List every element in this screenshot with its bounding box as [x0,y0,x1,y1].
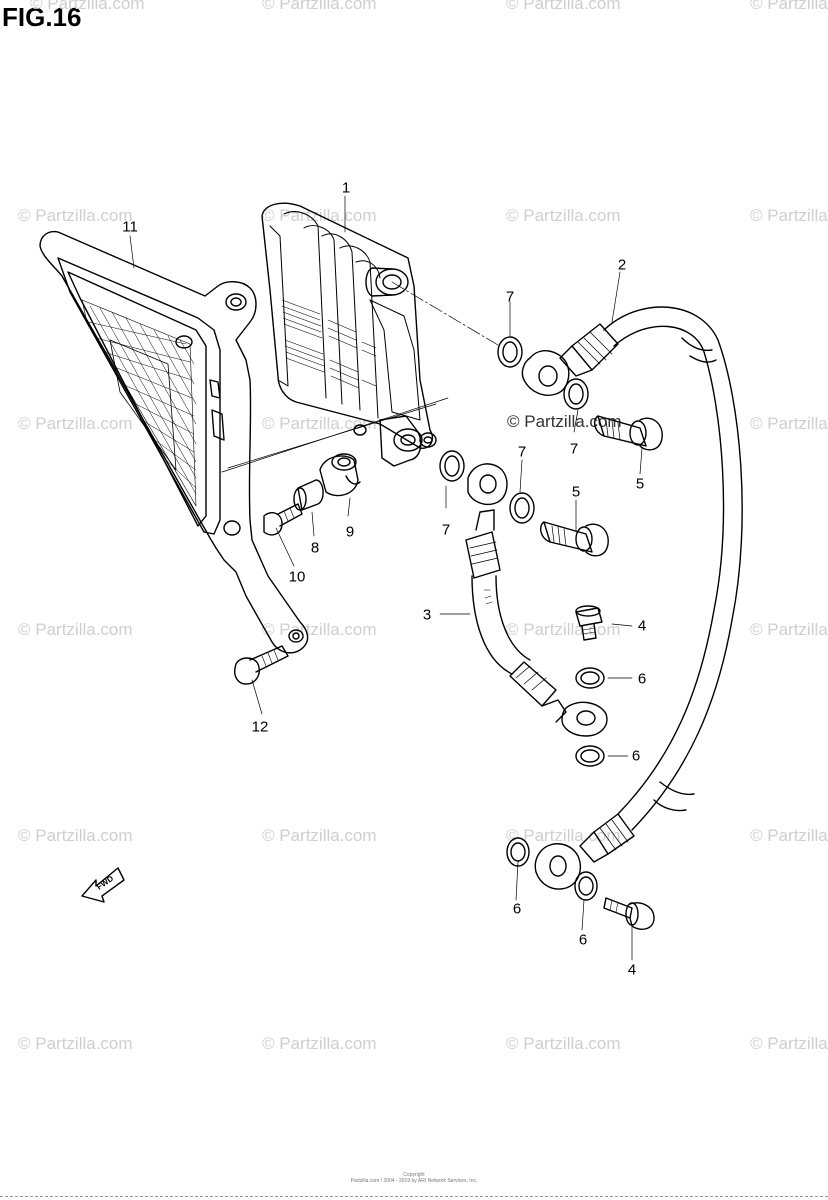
callout-part-11: 11 [122,218,138,236]
callout-part-6: 6 [637,670,647,688]
bolt-part-10 [263,503,303,536]
watermark: © Partzilla.com [262,0,377,13]
callout-part-10: 10 [288,568,306,586]
bolt-part-12 [234,645,289,685]
callout-part-6: 6 [631,747,641,765]
washer-part-7 [439,336,589,524]
watermark: © Partzilla.com [506,1034,621,1053]
watermark: © Partzilla.com [262,620,377,639]
watermark: © Partzilla.com [18,826,133,845]
watermark: © Partzilla.com [262,1034,377,1053]
copyright-line: Copyright [403,1172,425,1178]
watermark: © Partzilla.com [506,206,621,225]
oil-hose-part-3 [465,463,608,737]
oil-cooler-part-1 [261,202,437,467]
bottom-divider [0,1196,828,1197]
callout-part-6: 6 [512,900,522,918]
callout-part-7: 7 [441,521,451,539]
callout-part-12: 12 [251,718,269,736]
watermark: © Partzilla.com [262,826,377,845]
grommet-part-9 [319,453,361,497]
watermark: © Partzilla.com [750,826,828,845]
copyright-notice: Copyright Partzilla.com / 2004 - 2019 by… [0,1172,828,1184]
copyright-line: Partzilla.com / 2004 - 2019 by ARI Netwo… [350,1178,478,1184]
watermark: © Partzilla.com [18,206,133,225]
union-bolt-part-5 [593,415,663,451]
callout-part-2: 2 [617,256,627,274]
watermark: © Partzilla.com [506,620,621,639]
callout-part-5: 5 [635,475,645,493]
callout-part-7: 7 [569,440,579,458]
guard-bracket-part-11 [39,230,309,654]
callout-part-8: 8 [310,539,320,557]
watermark: © Partzilla.com [750,0,828,13]
watermark-dark: © Partzilla.com [507,412,622,431]
callout-part-4: 4 [627,961,637,979]
watermark: © Partzilla.com [750,206,828,225]
forward-arrow-icon [81,867,125,903]
watermark: © Partzilla.com [262,414,377,433]
watermark: © Partzilla.com [750,414,828,433]
callout-part-7: 7 [517,443,527,461]
callout-part-9: 9 [345,523,355,541]
watermark: © Partzilla.com [18,414,133,433]
callout-part-7: 7 [505,288,515,306]
callout-part-3: 3 [422,606,432,624]
watermark: © Partzilla.com [750,1034,828,1053]
union-bolt-part-5 [539,521,609,557]
bolt-part-4 [575,605,603,641]
watermark: © Partzilla.com [506,0,621,13]
watermark: © Partzilla.com [18,1034,133,1053]
callout-part-1: 1 [341,179,351,197]
watermark: © Partzilla.com [750,620,828,639]
callout-part-6: 6 [578,931,588,949]
watermark: © Partzilla.com [30,0,145,13]
washer-part-6 [506,667,605,901]
callout-part-5: 5 [571,483,581,501]
callout-part-4: 4 [637,617,647,635]
watermark: © Partzilla.com [18,620,133,639]
watermark: © Partzilla.com [506,826,621,845]
figure-title: FIG.16 [2,2,82,32]
oil-hose-part-2 [521,306,743,890]
bolt-part-4 [603,897,655,930]
